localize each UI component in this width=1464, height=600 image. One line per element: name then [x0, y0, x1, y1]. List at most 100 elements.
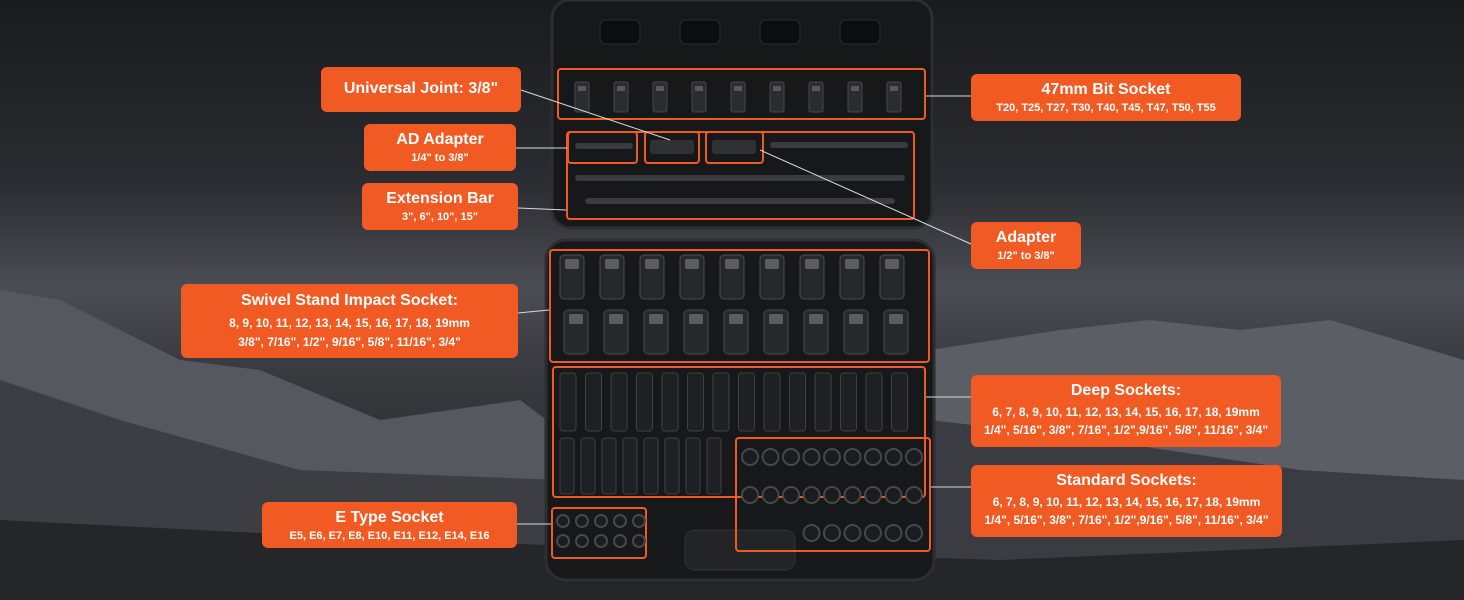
standard-socket: [864, 448, 882, 466]
extension-bar-15: [575, 175, 905, 181]
deep-socket: [585, 372, 602, 432]
standard-socket: [741, 486, 759, 504]
adapter-label: Adapter 1/2" to 3/8": [971, 222, 1081, 269]
standard-socket: [864, 524, 882, 542]
extension-bar-tray: [566, 131, 915, 220]
extension-bar-6: [585, 198, 895, 204]
swivel-socket-top: [609, 314, 623, 324]
standard-socket: [782, 448, 800, 466]
standard-socket: [823, 486, 841, 504]
bit-socket-band: [812, 86, 820, 91]
swivel-socket-top: [769, 314, 783, 324]
deep-socket: [814, 372, 832, 432]
swivel-socket-top: [689, 314, 703, 324]
standard-socket: [741, 448, 759, 466]
standard-socket: [843, 448, 862, 466]
swivel-socket-top: [845, 259, 859, 269]
ad-adapter-title: AD Adapter: [396, 131, 484, 148]
standard-socket: [905, 524, 923, 542]
swivel-socket-top: [645, 259, 659, 269]
deep-socket-small: [559, 437, 575, 495]
standard-socket: [802, 448, 821, 466]
bit-socket-band: [773, 86, 781, 91]
bit-socket-tray: [557, 68, 926, 120]
swivel-socket-top: [889, 314, 903, 324]
e-type-socket: [613, 514, 627, 528]
deep-sockets-label: Deep Sockets: 6, 7, 8, 9, 10, 11, 12, 13…: [971, 375, 1281, 447]
e-type-socket-tray: [551, 507, 647, 559]
standard-sockets-sub-mm: 6, 7, 8, 9, 10, 11, 12, 13, 14, 15, 16, …: [992, 495, 1261, 509]
standard-socket: [884, 486, 903, 504]
swivel-socket-top: [569, 314, 583, 324]
standard-socket: [782, 486, 800, 504]
standard-socket-tray: [735, 437, 931, 552]
standard-socket: [761, 486, 780, 504]
swivel-socket-top: [605, 259, 619, 269]
swivel-socket-top: [649, 314, 663, 324]
universal-joint: [650, 140, 694, 154]
bit-socket-band: [656, 86, 664, 91]
deep-socket: [636, 372, 653, 432]
bit-socket-band: [695, 86, 703, 91]
extension-bar-label: Extension Bar 3", 6", 10", 15": [362, 183, 518, 230]
standard-socket: [864, 486, 882, 504]
deep-socket-small: [601, 437, 617, 495]
swivel-socket-top: [849, 314, 863, 324]
e-type-label: E Type Socket E5, E6, E7, E8, E10, E11, …: [262, 502, 517, 548]
deep-socket-small: [580, 437, 596, 495]
bit-socket-band: [851, 86, 859, 91]
standard-sockets-label: Standard Sockets: 6, 7, 8, 9, 10, 11, 12…: [971, 465, 1282, 537]
e-type-socket: [556, 534, 570, 548]
swivel-stand-label: Swivel Stand Impact Socket: 8, 9, 10, 11…: [181, 284, 518, 358]
e-type-socket: [594, 534, 608, 548]
e-type-socket: [632, 514, 646, 528]
deep-socket: [840, 372, 857, 432]
e-type-title: E Type Socket: [335, 509, 444, 526]
adapter-sub: 1/2" to 3/8": [997, 250, 1055, 262]
deep-socket: [712, 372, 730, 432]
swivel-socket-top: [725, 259, 739, 269]
deep-socket-small: [622, 437, 638, 495]
adapter-title: Adapter: [995, 229, 1057, 246]
swivel-socket-top: [685, 259, 699, 269]
e-type-socket: [594, 514, 608, 528]
ad-adapter-sub: 1/4" to 3/8": [411, 152, 469, 164]
deep-socket-small: [664, 437, 680, 495]
swivel-socket-tray: [549, 249, 930, 363]
e-type-socket: [575, 534, 589, 548]
standard-socket: [761, 448, 780, 466]
deep-socket-small: [643, 437, 659, 495]
deep-socket: [687, 372, 704, 432]
deep-socket-tray: [552, 366, 926, 498]
bit-socket-band: [734, 86, 742, 91]
e-type-socket: [575, 514, 589, 528]
deep-socket: [789, 372, 806, 432]
extension-bar-10: [770, 142, 908, 148]
deep-sockets-sub-mm: 6, 7, 8, 9, 10, 11, 12, 13, 14, 15, 16, …: [992, 405, 1260, 419]
deep-socket: [661, 372, 679, 432]
standard-socket: [802, 486, 821, 504]
deep-socket: [559, 372, 577, 432]
deep-socket-small: [706, 437, 722, 495]
e-type-socket: [556, 514, 570, 528]
standard-socket: [905, 448, 923, 466]
extension-bar-sub: 3", 6", 10", 15": [402, 211, 478, 223]
e-type-socket: [632, 534, 646, 548]
standard-socket: [823, 448, 841, 466]
bit-socket-band: [617, 86, 625, 91]
standard-socket: [905, 486, 923, 504]
swivel-socket-top: [805, 259, 819, 269]
universal-joint-label: Universal Joint: 3/8": [321, 67, 521, 112]
standard-socket: [823, 524, 841, 542]
deep-sockets-title: Deep Sockets:: [1070, 382, 1182, 399]
standard-sockets-sub-inch: 1/4", 5/16", 3/8", 7/16", 1/2",9/16", 5/…: [984, 513, 1269, 527]
e-type-sub: E5, E6, E7, E8, E10, E11, E12, E14, E16: [289, 530, 490, 542]
bit-socket-label: 47mm Bit Socket T20, T25, T27, T30, T40,…: [971, 74, 1241, 121]
deep-socket: [865, 372, 883, 432]
standard-socket: [843, 486, 862, 504]
standard-socket: [884, 448, 903, 466]
swivel-socket-top: [565, 259, 579, 269]
ad-adapter-label: AD Adapter 1/4" to 3/8": [364, 124, 516, 171]
